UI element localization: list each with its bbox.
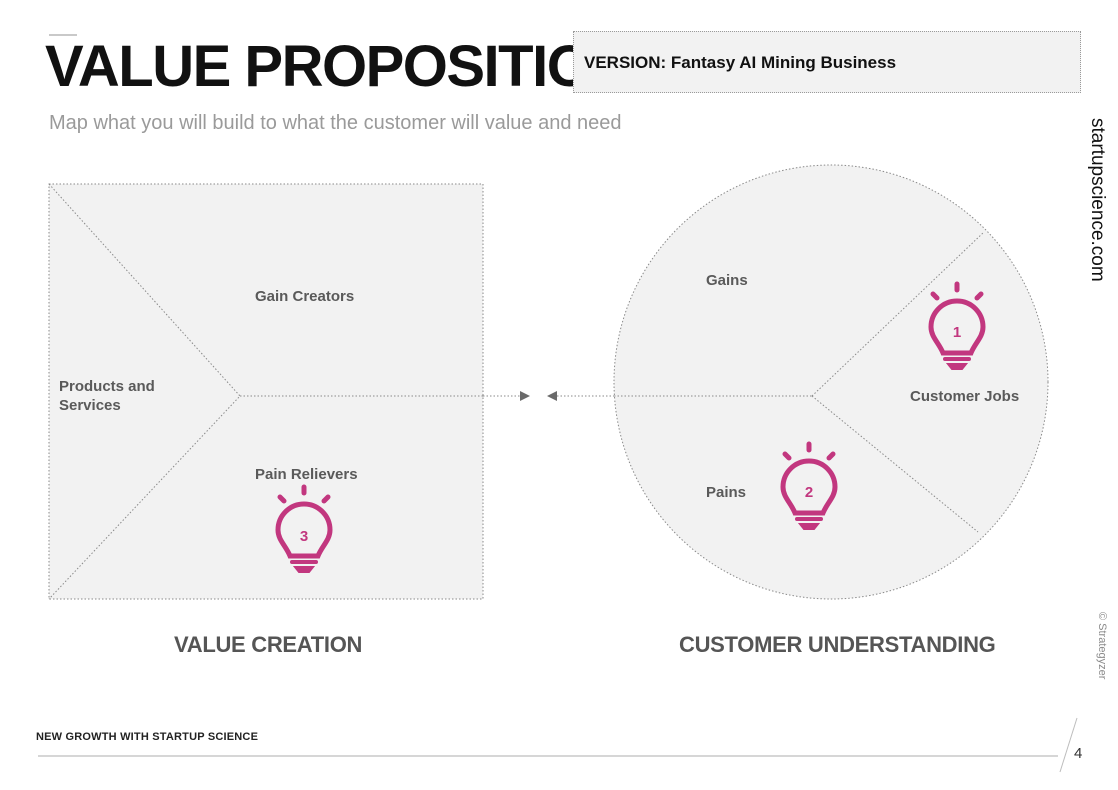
section-title-customer-understanding: CUSTOMER UNDERSTANDING	[679, 632, 996, 657]
page-title: VALUE PROPOSITION	[45, 34, 632, 99]
arrow-right-icon	[520, 391, 530, 401]
footer-text: NEW GROWTH WITH STARTUP SCIENCE	[36, 731, 259, 743]
section-title-value-creation: VALUE CREATION	[174, 632, 363, 657]
arrow-left-icon	[547, 391, 557, 401]
page-number: 4	[1074, 745, 1083, 762]
badge-number-pain-relievers: 3	[300, 528, 308, 545]
label-gains[interactable]: Gains	[706, 272, 748, 289]
value-map-divider	[48, 183, 241, 600]
circle-divider-upper	[811, 231, 985, 397]
lightbulb-icon-pains	[780, 441, 838, 530]
label-pains[interactable]: Pains	[706, 484, 747, 501]
version-label: VERSION: Fantasy AI Mining Business	[584, 53, 897, 72]
customer-profile-circle	[613, 164, 1049, 600]
badge-number-customer-jobs: 1	[953, 324, 961, 341]
lightbulb-icon-customer-jobs	[928, 281, 986, 370]
circle-divider-lower	[811, 395, 979, 533]
version-box[interactable]: VERSION: Fantasy AI Mining Business	[573, 31, 1081, 93]
value-map-square	[48, 183, 484, 600]
label-products-and-services[interactable]: Products and Services	[59, 378, 155, 414]
label-pain-relievers[interactable]: Pain Relievers	[255, 466, 358, 483]
lightbulb-icon-pain-relievers	[275, 484, 333, 573]
page-subtitle: Map what you will build to what the cust…	[49, 112, 622, 134]
label-gain-creators[interactable]: Gain Creators	[255, 288, 355, 305]
label-customer-jobs[interactable]: Customer Jobs	[910, 388, 1020, 405]
badge-number-pains: 2	[805, 484, 813, 501]
footer-slash	[1059, 717, 1078, 773]
title-accent-rule	[49, 34, 77, 36]
